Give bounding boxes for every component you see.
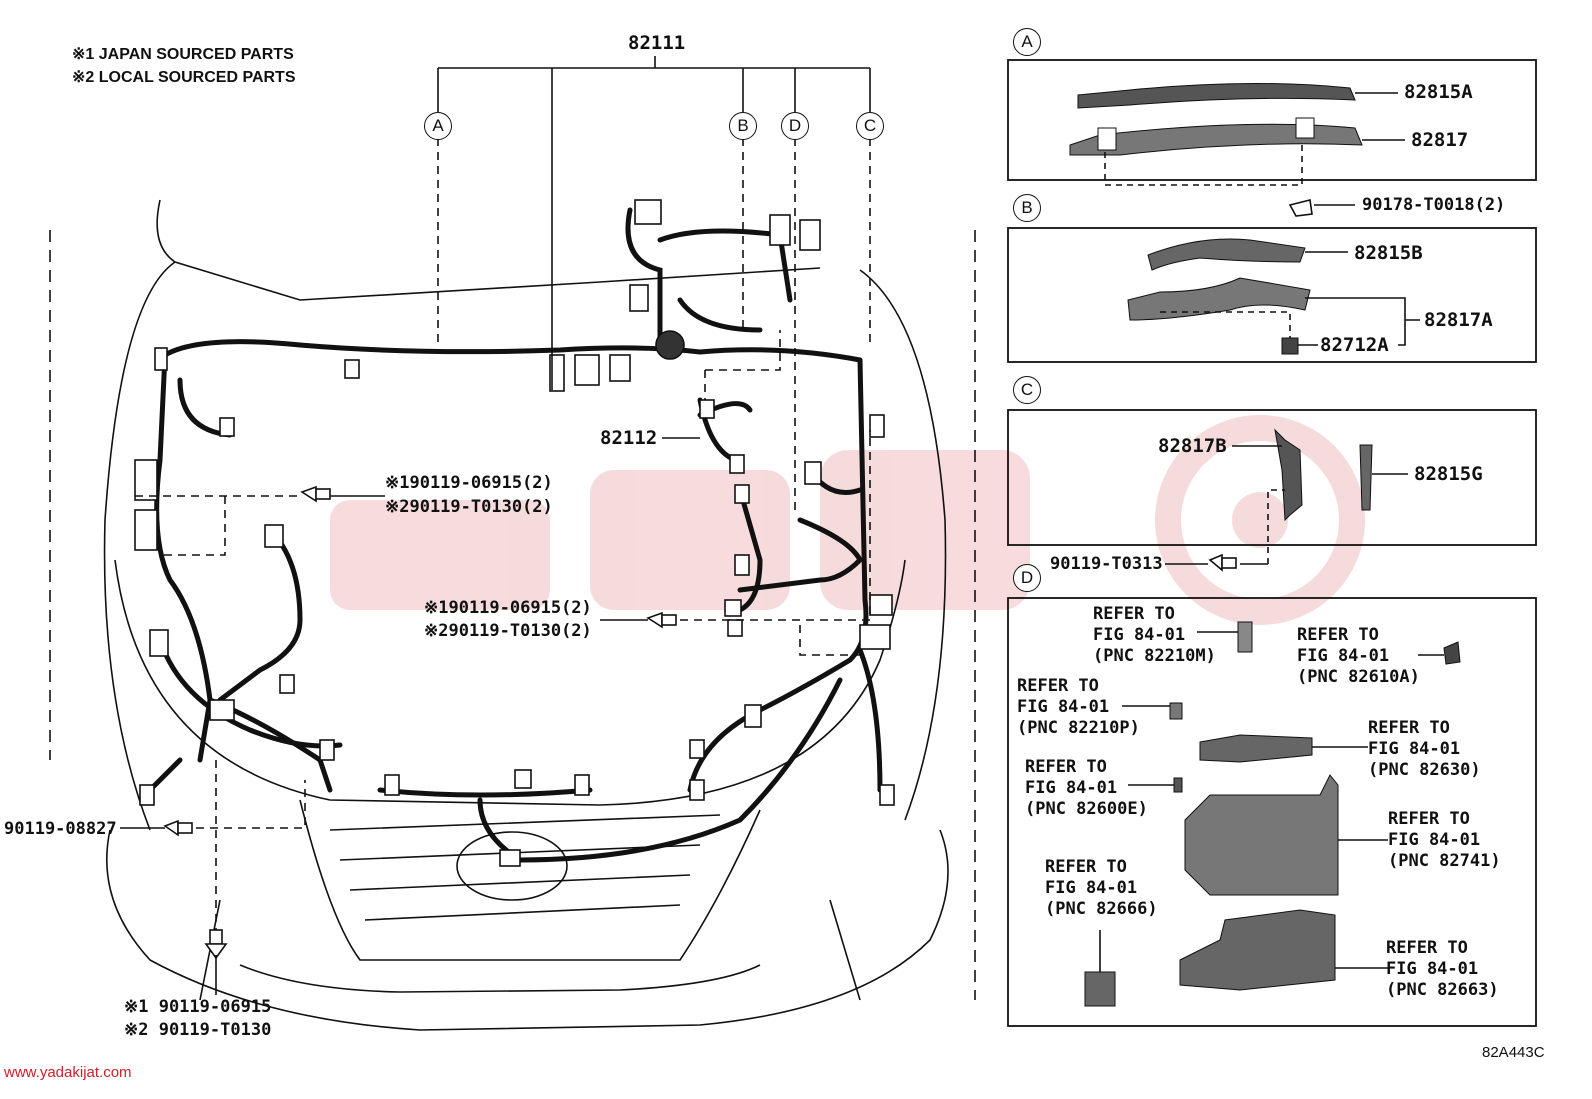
refer-82741: REFER TO FIG 84-01 (PNC 82741) (1388, 809, 1501, 871)
part-82712a-label: 82712A (1320, 334, 1389, 356)
panel-c-letter: C (1013, 376, 1041, 404)
callout-b: B (729, 112, 757, 140)
refer-82600e: REFER TO FIG 84-01 (PNC 82600E) (1025, 757, 1148, 819)
bolt-mid-label-2: ※290119-T0130(2) (424, 621, 592, 641)
refer-82610a: REFER TO FIG 84-01 (PNC 82610A) (1297, 625, 1420, 687)
bolt-left-label-2: ※290119-T0130(2) (385, 497, 553, 517)
part-82817b-label: 82817B (1158, 435, 1227, 457)
part-82815b-label: 82815B (1354, 242, 1423, 264)
panel-d-box (1007, 597, 1537, 1027)
part-90178-label: 90178-T0018(2) (1362, 195, 1506, 215)
note-local: ※2 LOCAL SOURCED PARTS (72, 69, 296, 86)
bolt-bottom-label-1: ※1 90119-06915 (124, 997, 272, 1017)
bolts (163, 199, 1313, 960)
panel-a-letter: A (1013, 28, 1041, 56)
part-90119-t0313-label: 90119-T0313 (1050, 554, 1163, 574)
part-82817-label: 82817 (1411, 129, 1469, 151)
website-link[interactable]: www.yadakijat.com (4, 1064, 132, 1081)
bolt-mid-label-1: ※190119-06915(2) (424, 598, 592, 618)
part-82111-label: 82111 (628, 32, 686, 54)
panel-b-box (1007, 227, 1537, 363)
refer-82630: REFER TO FIG 84-01 (PNC 82630) (1368, 718, 1481, 780)
panel-c-box (1007, 409, 1537, 565)
part-82112-label: 82112 (600, 427, 658, 449)
diagram-code: 82A443C (1482, 1044, 1545, 1061)
panel-d-letter: D (1013, 564, 1041, 592)
car-outline (49, 199, 976, 1031)
refer-82210m: REFER TO FIG 84-01 (PNC 82210M) (1093, 604, 1216, 666)
bolt-bottom-label-2: ※2 90119-T0130 (124, 1020, 272, 1040)
note-japan: ※1 JAPAN SOURCED PARTS (72, 46, 294, 63)
bolt-bottom-left-label: 90119-08827 (4, 819, 117, 839)
callout-a: A (424, 112, 452, 140)
part-82817a-label: 82817A (1424, 309, 1493, 331)
callout-c: C (856, 112, 884, 140)
part-82815a-label: 82815A (1404, 81, 1473, 103)
refer-82210p: REFER TO FIG 84-01 (PNC 82210P) (1017, 676, 1140, 738)
bolt-left-label-1: ※190119-06915(2) (385, 473, 553, 493)
leader-lines (120, 56, 871, 995)
callout-d: D (781, 112, 809, 140)
refer-82663: REFER TO FIG 84-01 (PNC 82663) (1386, 938, 1499, 1000)
part-82815g-label: 82815G (1414, 463, 1483, 485)
panel-a-box (1007, 59, 1537, 206)
panel-b-letter: B (1013, 194, 1041, 222)
connectors (134, 199, 895, 867)
refer-82666: REFER TO FIG 84-01 (PNC 82666) (1045, 857, 1158, 919)
